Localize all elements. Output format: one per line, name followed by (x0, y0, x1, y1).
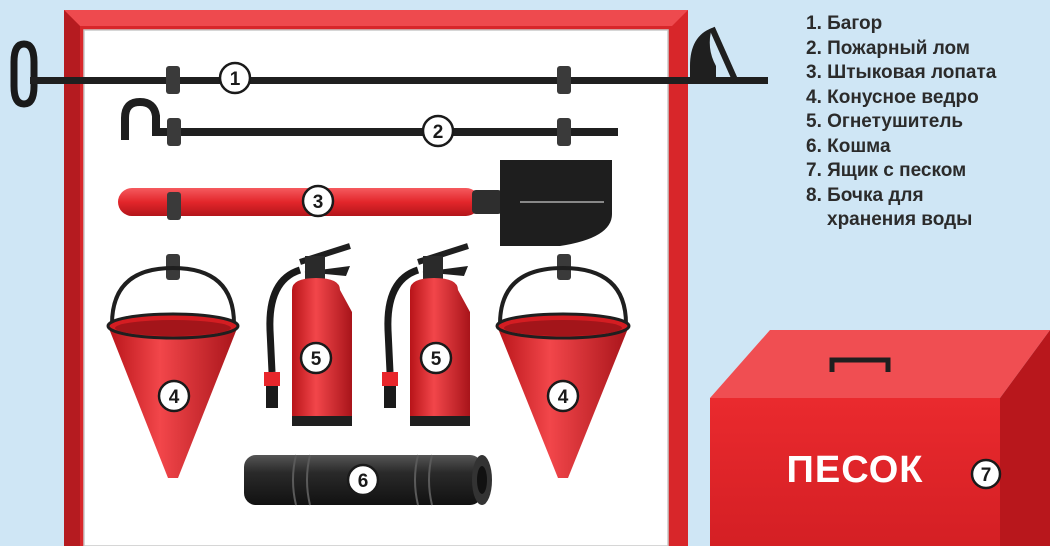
legend-item-3: 3. Штыковая лопата (806, 61, 996, 86)
marker-1: 1 (220, 63, 250, 93)
legend-item-7: 7. Ящик с песком (806, 159, 996, 184)
legend-item-2: 2. Пожарный лом (806, 37, 996, 62)
legend-item-8: 8. Бочка для (806, 184, 996, 209)
marker-4-left-number: 4 (169, 387, 180, 408)
legend-item-label: хранения воды (827, 209, 972, 230)
legend-item-number: 7. (806, 160, 822, 181)
marker-5-right: 5 (421, 343, 451, 373)
marker-7-number: 7 (981, 465, 992, 486)
marker-4-left: 4 (159, 381, 189, 411)
legend-item-label: Кошма (827, 136, 890, 157)
marker-2-number: 2 (433, 122, 444, 143)
legend-item-label: Ящик с песком (827, 160, 966, 181)
legend-item-label: Багор (827, 13, 882, 34)
marker-3: 3 (303, 186, 333, 216)
sand-box: ПЕСОК (710, 330, 1050, 546)
legend-item-number: 6. (806, 136, 822, 157)
legend-item-4: 4. Конусное ведро (806, 86, 996, 111)
legend-item-5: 5. Огнетушитель (806, 110, 996, 135)
legend-item-6: 6. Кошма (806, 135, 996, 160)
legend-item-label: Штыковая лопата (827, 62, 996, 83)
legend-item-1: 1. Багор (806, 12, 996, 37)
sand-box-label: ПЕСОК (787, 449, 924, 491)
marker-4-right-number: 4 (558, 387, 569, 408)
legend-item-number: 1. (806, 13, 822, 34)
marker-1-number: 1 (230, 69, 241, 90)
legend-item-number: 4. (806, 87, 822, 108)
marker-2: 2 (423, 116, 453, 146)
marker-4-right: 4 (548, 381, 578, 411)
marker-6-number: 6 (358, 471, 369, 492)
legend-item-number: 5. (806, 111, 822, 132)
legend-item-label: Конусное ведро (827, 87, 979, 108)
legend-item-number: 2. (806, 38, 822, 59)
marker-5-left-number: 5 (311, 349, 322, 370)
legend-item-number: 3. (806, 62, 822, 83)
legend-item-label: Бочка для (827, 185, 923, 206)
legend-item-number: 8. (806, 185, 822, 206)
marker-5-left: 5 (301, 343, 331, 373)
marker-7: 7 (972, 460, 1000, 488)
legend-item-label: Огнетушитель (827, 111, 963, 132)
marker-5-right-number: 5 (431, 349, 442, 370)
legend: 1. Багор 2. Пожарный лом 3. Штыковая лоп… (806, 12, 996, 233)
legend-item-label: Пожарный лом (827, 38, 970, 59)
legend-item-8-continuation: хранения воды (806, 208, 996, 233)
marker-3-number: 3 (313, 192, 324, 213)
marker-6: 6 (348, 465, 378, 495)
